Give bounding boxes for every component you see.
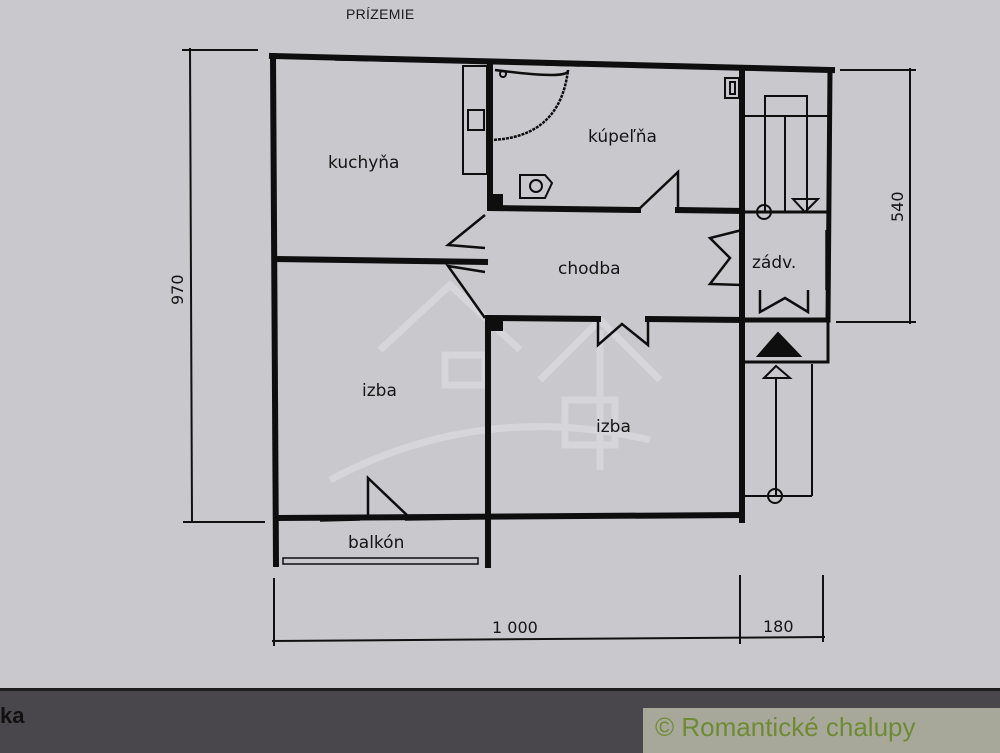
dimension-right-height: 540 <box>888 191 907 222</box>
room-label-kitchen: kuchyňa <box>328 153 399 173</box>
page-title: PRÍZEMIE <box>346 6 415 22</box>
room-label-room-right: izba <box>596 417 631 437</box>
footer-partial-text: ka <box>0 703 25 728</box>
fixtures <box>462 65 740 331</box>
room-label-hallway: chodba <box>558 259 621 279</box>
watermark-text: © Romantické chalupy <box>655 712 916 742</box>
doors <box>366 68 810 519</box>
stairs-icon <box>742 95 828 504</box>
dimension-main-width: 1 000 <box>492 618 538 637</box>
windows <box>282 59 827 565</box>
room-label-room-left: izba <box>362 381 397 401</box>
footer-band: ka © Romantické chalupy <box>0 688 1000 753</box>
room-label-back-entrance: zádv. <box>752 253 796 273</box>
dimension-lines <box>182 47 916 646</box>
walls <box>268 52 836 568</box>
dimension-total-height: 970 <box>168 274 187 305</box>
dimension-annex-width: 180 <box>763 617 794 636</box>
room-label-balcony: balkón <box>348 533 404 553</box>
watermark-badge: © Romantické chalupy <box>643 708 1000 753</box>
room-label-bathroom: kúpeľňa <box>588 127 657 147</box>
floor-plan: kuchyňa kúpeľňa chodba zádv. izba izba b… <box>168 47 916 646</box>
